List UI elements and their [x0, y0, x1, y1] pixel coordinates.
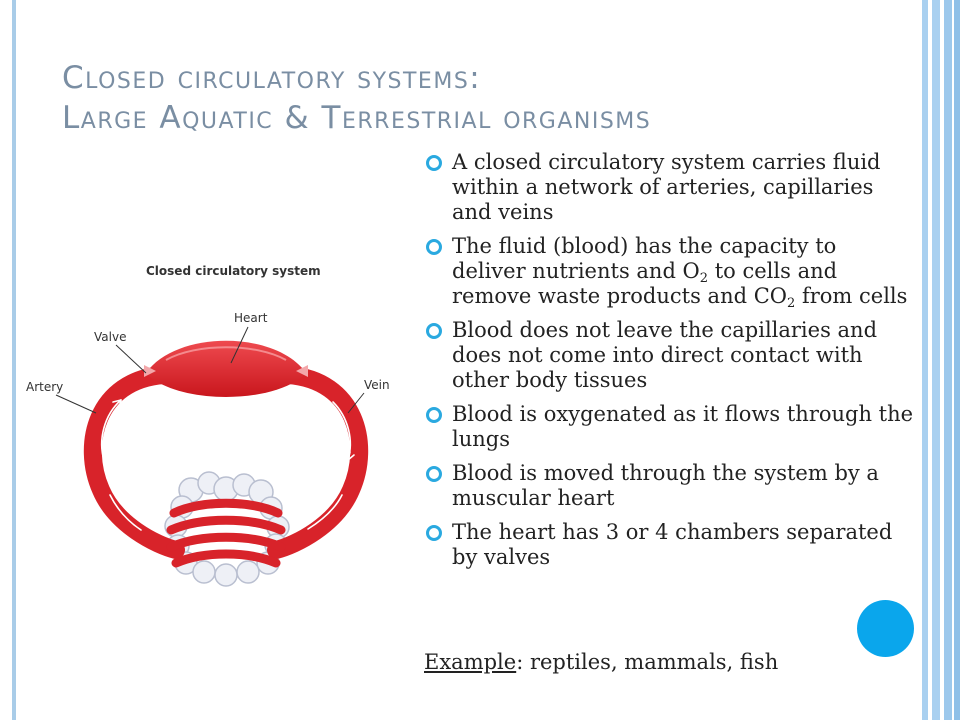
bullet-item: A closed circulatory system carries flui… — [424, 150, 914, 225]
circulatory-diagram: Closed circulatory system — [26, 245, 416, 615]
bullet-subscript: 2 — [699, 271, 709, 286]
bullet-circle-icon — [426, 239, 442, 255]
bullet-circle-icon — [426, 155, 442, 171]
label-leaders — [55, 326, 365, 414]
vessel-loop — [83, 366, 369, 568]
bullet-text: Blood is oxygenated as it flows through … — [452, 402, 914, 451]
artery-label: Artery — [26, 380, 63, 394]
bullet-text: from cells — [795, 284, 908, 308]
bullet-text: Blood is moved through the system by a m… — [452, 461, 879, 510]
valve-label: Valve — [94, 330, 126, 344]
flow-arrows — [100, 399, 355, 531]
heart-label: Heart — [234, 311, 268, 325]
slide-title-line-2: Large Aquatic & Terrestrial organisms — [62, 100, 652, 136]
slide-title-line-1: Closed circulatory systems: — [62, 60, 482, 96]
vein-label: Vein — [364, 378, 390, 392]
bullet-text: The fluid (blood) has the capacity to de… — [452, 234, 837, 283]
heart-highlight — [165, 346, 287, 361]
example-label: Example — [424, 650, 517, 674]
bullet-item: Blood is moved through the system by a m… — [424, 461, 914, 511]
left-border-line — [12, 0, 16, 720]
diagram-title: Closed circulatory system — [146, 264, 321, 278]
bullet-text: Blood does not leave the capillaries and… — [452, 318, 878, 392]
valves — [144, 365, 308, 377]
bullet-list: A closed circulatory system carries flui… — [424, 150, 914, 579]
bullet-item: The fluid (blood) has the capacity to de… — [424, 234, 914, 311]
bullet-item: The heart has 3 or 4 chambers separated … — [424, 520, 914, 570]
bullet-subscript: 2 — [787, 296, 796, 311]
slide-title: Closed circulatory systems: Large Aquati… — [62, 58, 651, 138]
bullet-circle-icon — [426, 466, 442, 482]
decorative-blue-circle — [857, 600, 914, 657]
bullet-item: Blood does not leave the capillaries and… — [424, 318, 914, 393]
bullet-text: The heart has 3 or 4 chambers separated … — [452, 520, 893, 569]
bullet-circle-icon — [426, 323, 442, 339]
bullet-item: Blood is oxygenated as it flows through … — [424, 402, 914, 452]
bullet-circle-icon — [426, 525, 442, 541]
heart-muscle — [146, 340, 306, 397]
right-border-stripes — [918, 0, 960, 720]
bullet-text: to cells and remove waste products and C… — [452, 259, 838, 308]
example-text: : reptiles, mammals, fish — [516, 650, 779, 674]
example-line: Example: reptiles, mammals, fish — [424, 650, 778, 674]
bullet-circle-icon — [426, 407, 442, 423]
bullet-text: A closed circulatory system carries flui… — [452, 150, 881, 224]
